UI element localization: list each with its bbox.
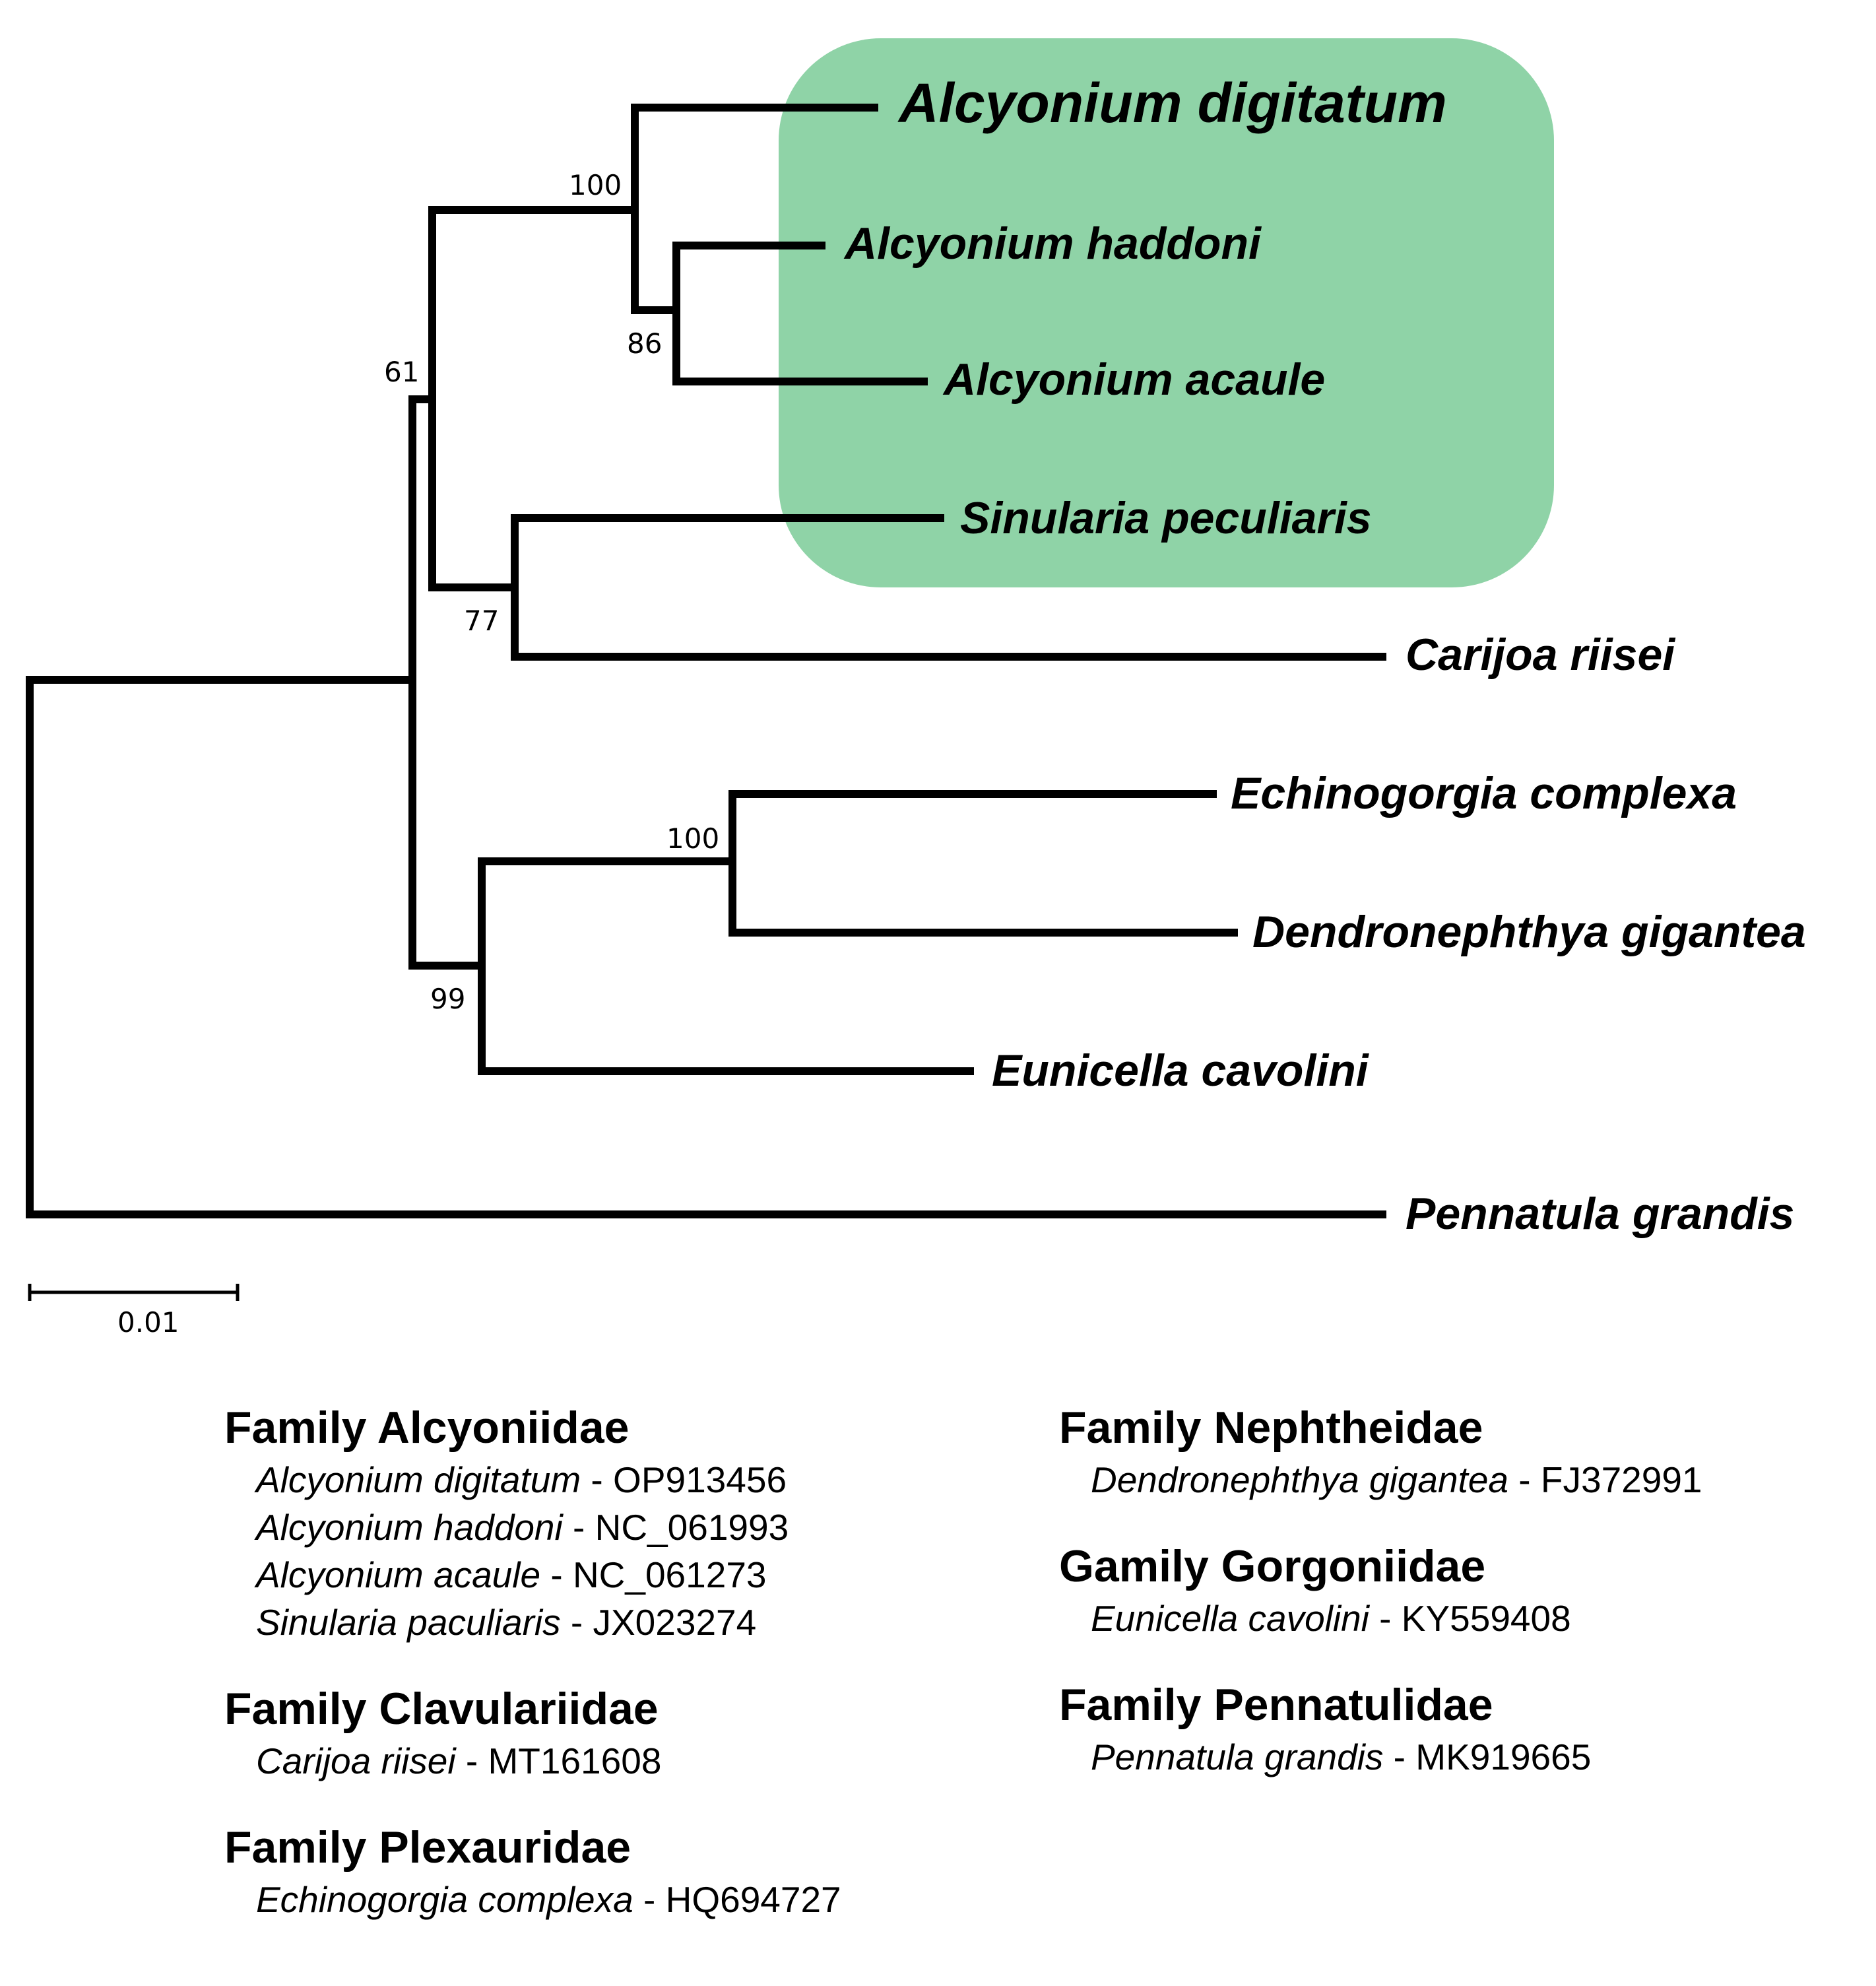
taxon-echinogorgia-complexa: Echinogorgia complexa: [1231, 768, 1737, 818]
legend-family-title: Family Clavulariidae: [224, 1684, 659, 1734]
legend-species-name: Pennatula grandis: [1091, 1737, 1384, 1777]
taxon-carijoa-riisei: Carijoa riisei: [1406, 630, 1676, 680]
bootstrap-gorgonian-clade: 99: [430, 983, 465, 1015]
legend-accession-number: - OP913456: [581, 1459, 787, 1500]
legend-species-name: Alcyonium acaule: [256, 1554, 541, 1595]
legend-family-title: Family Plexauridae: [224, 1822, 631, 1872]
legend-accession-number: - MT161608: [455, 1740, 662, 1781]
taxon-pennatula-grandis: Pennatula grandis: [1406, 1189, 1794, 1239]
legend-species-name: Alcyonium haddoni: [256, 1507, 563, 1548]
legend-entry: Echinogorgia complexa - HQ694727: [224, 1876, 841, 1923]
taxon-alcyonium-haddoni: Alcyonium haddoni: [843, 218, 1262, 269]
scale-bar: 0.01: [28, 1284, 240, 1339]
taxon-alcyonium-digitatum: Alcyonium digitatum: [897, 72, 1447, 134]
taxon-eunicella-cavolini: Eunicella cavolini: [992, 1045, 1370, 1096]
legend-species-name: Alcyonium digitatum: [256, 1459, 581, 1500]
bootstrap-echinogorgia-dendronephthya: 100: [666, 822, 719, 855]
legend-family-title: Gamily Gorgoniidae: [1059, 1541, 1486, 1591]
scale-bar-label: 0.01: [117, 1306, 179, 1339]
legend-species-name: Sinularia paculiaris: [256, 1602, 561, 1643]
legend-accession-number: - MK919665: [1383, 1737, 1592, 1777]
legend-entry: Alcyonium haddoni - NC_061993: [224, 1504, 841, 1551]
phylogenetic-tree: Alcyonium digitatum Alcyonium haddoni Al…: [26, 38, 1806, 1339]
legend-species-name: Echinogorgia complexa: [256, 1879, 633, 1920]
legend-species-name: Eunicella cavolini: [1091, 1598, 1369, 1639]
bootstrap-haddoni-acaule: 86: [627, 327, 662, 360]
bootstrap-alcyoniidae-carijoa: 61: [384, 356, 419, 388]
legend-accession-number: - FJ372991: [1508, 1459, 1702, 1500]
legend-family-title: Family Pennatulidae: [1059, 1680, 1493, 1730]
legend-accession-number: - KY559408: [1369, 1598, 1571, 1639]
legend-species-name: Dendronephthya gigantea: [1091, 1459, 1509, 1500]
legend-entry: Eunicella cavolini - KY559408: [1059, 1595, 1702, 1642]
legend-accession-number: - NC_061273: [540, 1554, 767, 1595]
legend-family-title: Family Nephtheidae: [1059, 1403, 1483, 1453]
taxon-dendronephthya-gigantea: Dendronephthya gigantea: [1252, 907, 1806, 957]
legend-species-name: Carijoa riisei: [256, 1740, 456, 1781]
legend-accession-number: - HQ694727: [633, 1879, 841, 1920]
legend-entry: Alcyonium acaule - NC_061273: [224, 1551, 841, 1599]
legend-entry: Carijoa riisei - MT161608: [224, 1737, 841, 1785]
bootstrap-alcyonium-clade: 100: [569, 169, 622, 201]
legend-entry: Pennatula grandis - MK919665: [1059, 1733, 1702, 1781]
legend-entry: Dendronephthya gigantea - FJ372991: [1059, 1456, 1702, 1504]
legend-entry: Alcyonium digitatum - OP913456: [224, 1456, 841, 1504]
taxon-sinularia-peculiaris: Sinularia peculiaris: [960, 493, 1372, 543]
legend-accession-number: - NC_061993: [562, 1507, 789, 1548]
legend-accession-number: - JX023274: [560, 1602, 757, 1643]
legend-family-title: Family Alcyoniidae: [224, 1403, 630, 1453]
taxon-alcyonium-acaule: Alcyonium acaule: [942, 354, 1325, 405]
bootstrap-sinularia-carijoa: 77: [464, 605, 499, 637]
legend-entry: Sinularia paculiaris - JX023274: [224, 1599, 841, 1646]
alcyoniidae-highlight-box: [779, 38, 1554, 587]
